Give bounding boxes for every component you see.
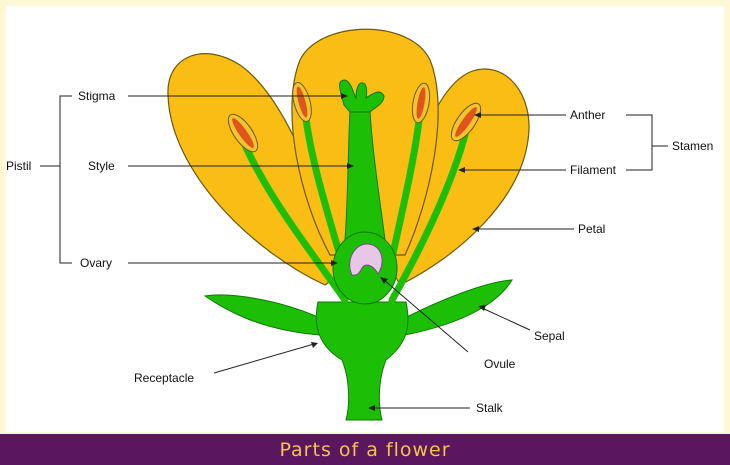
- label-stamen: Stamen: [672, 139, 713, 153]
- ovary: [333, 232, 397, 304]
- label-receptacle: Receptacle: [134, 371, 194, 385]
- title-banner: Parts of a flower: [0, 434, 730, 465]
- label-filament: Filament: [570, 163, 617, 177]
- label-stalk: Stalk: [476, 401, 504, 415]
- sepal-right: [405, 280, 512, 335]
- label-ovary: Ovary: [80, 256, 112, 270]
- label-sepal: Sepal: [534, 329, 565, 343]
- label-petal: Petal: [578, 222, 605, 236]
- label-style: Style: [88, 159, 115, 173]
- label-pistil: Pistil: [6, 159, 31, 173]
- flower-diagram: Stigma Style Pistil Ovary Anther Filamen…: [0, 0, 730, 434]
- label-stigma: Stigma: [78, 89, 116, 103]
- diagram-title: Parts of a flower: [279, 439, 450, 461]
- receptacle: [316, 302, 408, 420]
- label-ovule: Ovule: [484, 357, 516, 371]
- label-anther: Anther: [570, 108, 605, 122]
- sepal-left: [205, 295, 320, 335]
